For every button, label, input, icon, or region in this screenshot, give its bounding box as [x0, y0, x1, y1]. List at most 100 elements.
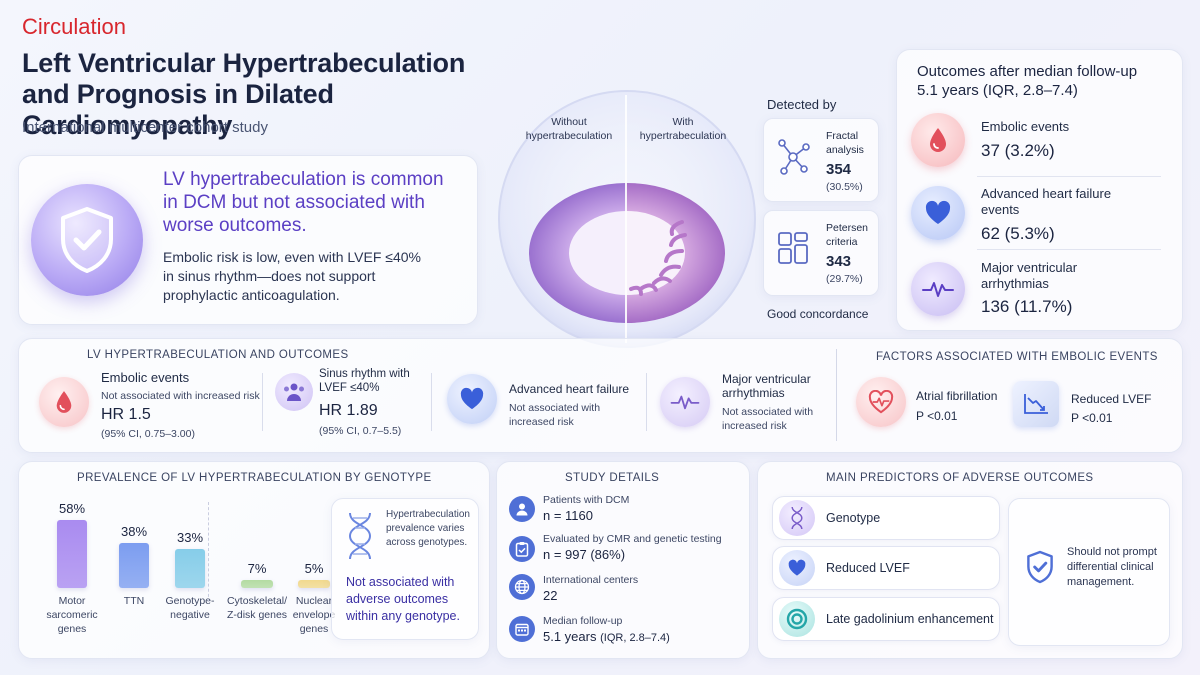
ahf-note-line-2: increased risk [509, 416, 574, 428]
predictor-lvef-pill: Reduced LVEF [772, 546, 1000, 590]
predictor-lge-label: Late gadolinium enhancement [826, 612, 994, 626]
heart-pulse-icon [856, 377, 906, 427]
without-hypertrabeculation-label: Without hypertrabeculation [514, 115, 624, 143]
predictor-lvef-label: Reduced LVEF [826, 561, 910, 575]
ecg-waveform-icon [911, 262, 965, 316]
outcome-ahf-label-line-1: Advanced heart failure [981, 186, 1112, 201]
calendar-icon [509, 616, 535, 642]
genotype-bar-value-label: 7% [247, 560, 267, 576]
centers-label: International centers [543, 574, 639, 586]
petersen-count: 343 [826, 253, 852, 270]
followup-value: 5.1 years (IQR, 2.8–7.4) [543, 629, 670, 644]
with-label-line-2: hypertrabeculation [639, 130, 727, 142]
sinus-title: Sinus rhythm with LVEF ≤40% [319, 367, 410, 395]
outcome-mva-label: Major ventricular arrhythmias [981, 260, 1077, 292]
patient-group-icon [275, 373, 313, 411]
outcome-ahf-label-line-2: events [981, 202, 1020, 217]
genotype-note-line-2: prevalence varies [386, 523, 465, 534]
fractal-label-line-2: analysis [826, 144, 864, 156]
genotype-bar-category-label-line: Motor [58, 595, 86, 607]
evaluated-value: n = 997 (86%) [543, 547, 626, 562]
predictors-shield-icon [1025, 549, 1055, 585]
af-label: Atrial fibrillation [916, 389, 998, 403]
mva-waveform-icon [660, 377, 710, 427]
grid-layout-icon [777, 231, 809, 265]
predictors-heading: MAIN PREDICTORS OF ADVERSE OUTCOMES [826, 472, 1094, 484]
genotype-bar-category-label-line: sarcomeric [46, 609, 98, 621]
page-subtitle: International multicenter cohort study [22, 119, 268, 136]
genotype-bar [298, 580, 330, 588]
key-finding-body-line-3: prophylactic anticoagulation. [163, 287, 340, 303]
genotype-bar-value-label: 5% [304, 561, 324, 576]
genotype-bar-category-label-line: envelope [292, 609, 336, 621]
predictors-note-line-2: differential clinical [1067, 561, 1154, 573]
shield-check-icon [31, 184, 143, 296]
followup-label: Median follow-up [543, 615, 623, 627]
fractal-label-line-1: Fractal [826, 130, 859, 142]
genotype-emphasis-line-2: adverse outcomes [346, 592, 449, 606]
detected-by-heading: Detected by [767, 97, 837, 112]
followup-value-iqr: (IQR, 2.8–7.4) [600, 632, 670, 644]
embolic-ci: (95% CI, 0.75–3.00) [101, 428, 195, 440]
heart-icon [911, 186, 965, 240]
genotype-bar [119, 543, 149, 588]
key-finding-body: Embolic risk is low, even with LVEF ≤40%… [163, 248, 473, 305]
sinus-title-line-1: Sinus rhythm with [319, 368, 410, 380]
mva-title-line-1: Major ventricular [722, 372, 811, 386]
centers-value: 22 [543, 588, 558, 603]
genotype-bar [175, 549, 205, 588]
without-label-line-1: Without [551, 116, 587, 128]
sinus-ci: (95% CI, 0.7–5.5) [319, 425, 402, 437]
genotype-bar-category-label-line: Cytoskeletal/ [226, 595, 288, 607]
outcomes-card: Outcomes after median follow-up 5.1 year… [896, 49, 1183, 331]
genotype-emphasis-line-3: within any genotype. [346, 609, 460, 623]
genotype-note-line-1: Hypertrabeculation [386, 509, 470, 520]
fractal-count: 354 [826, 161, 852, 178]
genotype-bar-category-label-line: Z-disk genes [226, 609, 288, 621]
genotype-bar-category-label: Motor sarcomeric genes [35, 594, 109, 636]
genotype-divider [208, 502, 209, 602]
reduced-lvef-label: Reduced LVEF [1071, 392, 1152, 406]
petersen-percent: (29.7%) [826, 273, 863, 285]
embolic-title: Embolic events [101, 370, 190, 385]
mva-note-line-2: increased risk [722, 420, 787, 432]
outcome-mva-label-line-2: arrhythmias [981, 276, 1049, 291]
predictor-dna-icon [779, 500, 815, 536]
outcome-mva-value: 136 (11.7%) [981, 297, 1073, 316]
key-finding-body-line-2: in sinus rhythm—does not support [163, 268, 376, 284]
fractal-analysis-label: Fractal analysis [826, 129, 864, 157]
predictors-note: Should not prompt differential clinical … [1067, 545, 1157, 590]
petersen-criteria-label: Petersen criteria [826, 221, 868, 249]
key-finding-title-line-3: worse outcomes. [163, 215, 307, 236]
prevalence-card: PREVALENCE OF LV HYPERTRABECULATION BY G… [18, 461, 490, 659]
lv-outcomes-factors-card: LV HYPERTRABECULATION AND OUTCOMES Embol… [18, 338, 1183, 453]
af-p-value: P <0.01 [916, 409, 958, 423]
genotype-bar-category-label-line: Genotype- [165, 595, 215, 607]
good-concordance-label: Good concordance [767, 307, 869, 321]
prevalence-heading: PREVALENCE OF LV HYPERTRABECULATION BY G… [77, 472, 432, 484]
key-finding-card: LV hypertrabeculation is common in DCM b… [18, 155, 478, 325]
network-icon [776, 137, 810, 177]
page-title-line-1: Left Ventricular Hypertrabeculation [22, 48, 466, 78]
genotype-bar-category-label-line: genes [57, 623, 87, 635]
followup-value-main: 5.1 years [543, 629, 597, 644]
mva-title: Major ventricular arrhythmias [722, 372, 811, 400]
outcome-embolic-value: 37 (3.2%) [981, 141, 1055, 160]
declining-chart-icon [1013, 381, 1059, 427]
genotype-bar [57, 520, 87, 588]
mva-note-line-1: Not associated with [722, 406, 814, 418]
predictor-lge-pill: Late gadolinium enhancement [772, 597, 1000, 641]
study-details-heading: STUDY DETAILS [565, 472, 660, 484]
genotype-bar-value-label: 33% [176, 530, 204, 546]
divider-lv-3 [646, 373, 647, 431]
outcomes-heading-line-2: 5.1 years (IQR, 2.8–7.4) [917, 82, 1078, 99]
ahf-note: Not associated with increased risk [509, 401, 600, 429]
genotype-bar-category-label: Genotype-negative [153, 594, 227, 622]
reduced-lvef-p-value: P <0.01 [1071, 411, 1113, 425]
blood-drop-icon [911, 113, 965, 167]
divider-lv-2 [431, 373, 432, 431]
globe-icon [509, 574, 535, 600]
dna-icon [346, 511, 374, 561]
genotype-emphasis-line-1: Not associated with [346, 575, 455, 589]
